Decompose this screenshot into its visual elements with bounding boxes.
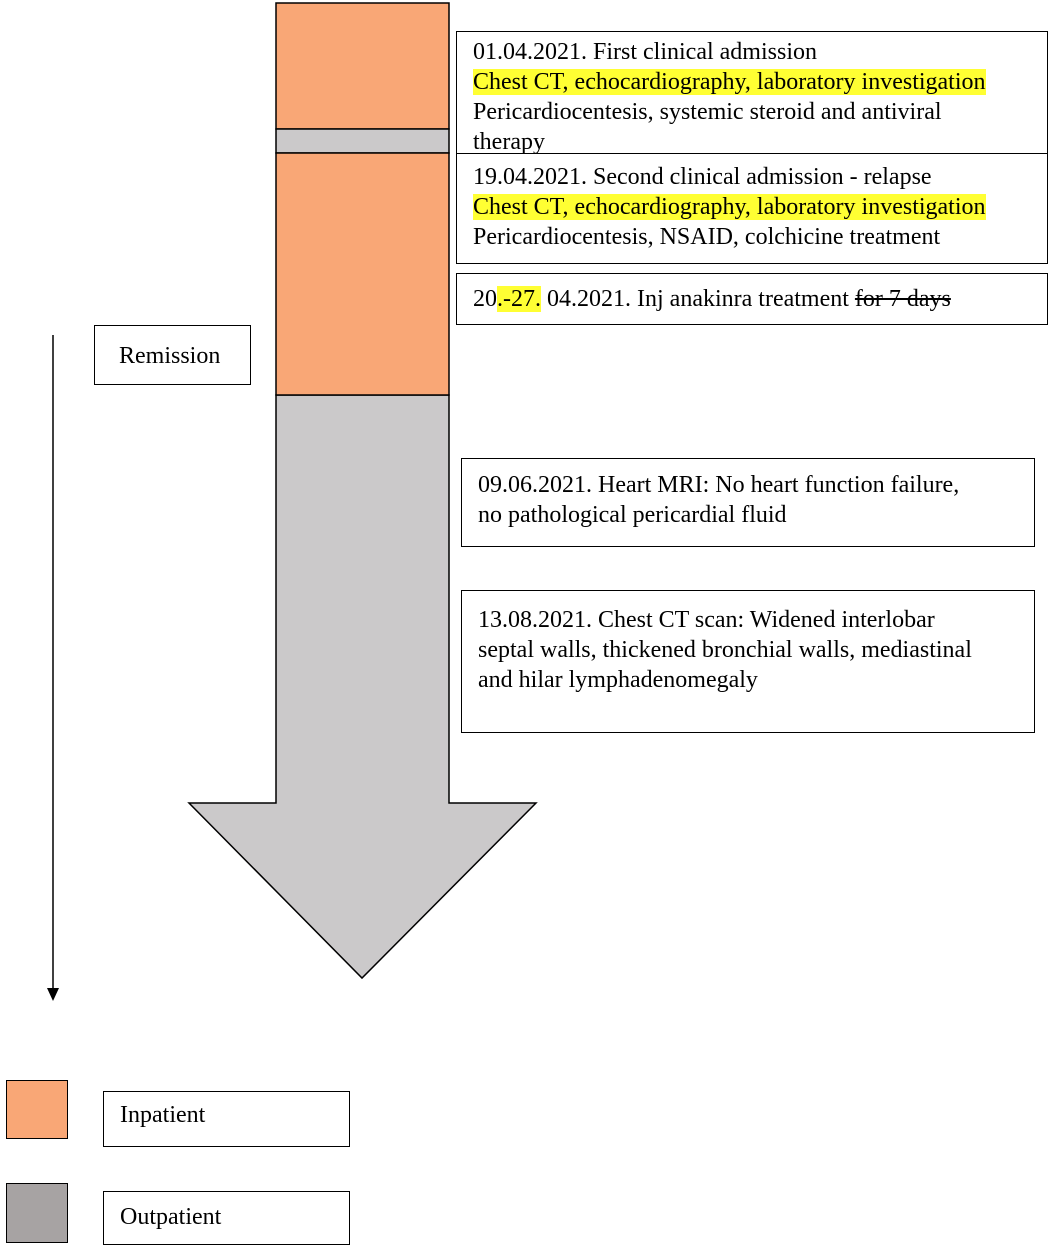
- event-second-date: 19.04.2021. Second clinical admission - …: [473, 164, 932, 190]
- event-ct-line-2: septal walls, thickened bronchial walls,…: [478, 637, 972, 663]
- event-anakinra: 20.-27. 04.2021. Inj anakinra treatment …: [456, 273, 1048, 325]
- event-first-admission: 01.04.2021. First clinical admission Che…: [456, 31, 1048, 155]
- event-chest-ct: 13.08.2021. Chest CT scan: Widened inter…: [461, 590, 1035, 733]
- event-ct-line-1: 13.08.2021. Chest CT scan: Widened inter…: [478, 607, 935, 633]
- event-ct-line-3: and hilar lymphadenomegaly: [478, 667, 758, 693]
- outpatient-arrow: [187, 394, 538, 980]
- event-mri-line-1: 09.06.2021. Heart MRI: No heart function…: [478, 472, 960, 498]
- legend-label-outpatient: Outpatient: [120, 1204, 222, 1230]
- event-second-admission: 19.04.2021. Second clinical admission - …: [456, 153, 1048, 264]
- event-first-treatment-cont: therapy: [473, 129, 545, 155]
- event-anakinra-date-highlight: .-27.: [497, 286, 541, 312]
- inpatient-block-second: [275, 152, 450, 396]
- event-heart-mri: 09.06.2021. Heart MRI: No heart function…: [461, 458, 1035, 547]
- event-first-investigation: Chest CT, echocardiography, laboratory i…: [473, 69, 986, 95]
- event-first-treatment: Pericardiocentesis, systemic steroid and…: [473, 99, 942, 125]
- legend-swatch-inpatient: [6, 1080, 68, 1139]
- legend-label-inpatient-box: Inpatient: [103, 1091, 350, 1147]
- event-second-investigation: Chest CT, echocardiography, laboratory i…: [473, 194, 986, 220]
- event-mri-line-2: no pathological pericardial fluid: [478, 502, 787, 528]
- remission-arrow-head: [47, 988, 59, 1001]
- legend-label-inpatient: Inpatient: [120, 1102, 206, 1128]
- inpatient-block-first: [275, 2, 450, 130]
- event-anakinra-struck: for 7 days: [854, 286, 951, 312]
- remission-label: Remission: [94, 325, 251, 385]
- outpatient-gap: [275, 128, 450, 154]
- event-second-treatment: Pericardiocentesis, NSAID, colchicine tr…: [473, 224, 941, 250]
- event-anakinra-text: 04.2021. Inj anakinra treatment: [541, 286, 855, 312]
- legend-label-outpatient-box: Outpatient: [103, 1191, 350, 1245]
- remission-text: Remission: [119, 343, 221, 369]
- event-anakinra-date-start: 20: [473, 286, 497, 312]
- legend-swatch-outpatient: [6, 1183, 68, 1243]
- event-first-date: 01.04.2021. First clinical admission: [473, 39, 817, 65]
